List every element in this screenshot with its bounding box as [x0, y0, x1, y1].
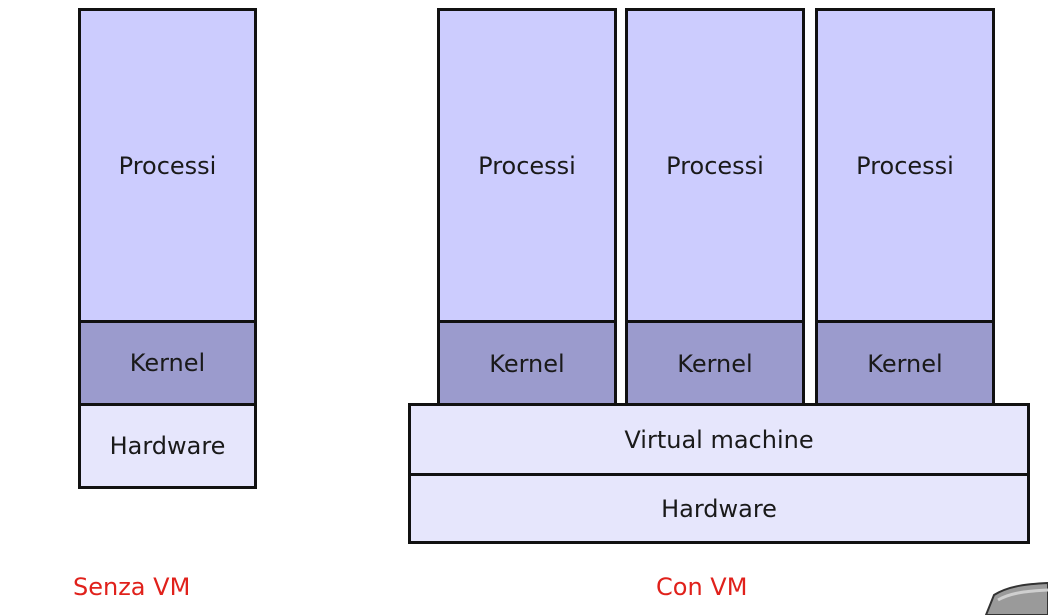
con-vm-hardware-label: Hardware — [661, 494, 777, 523]
senza-vm-processi-label: Processi — [118, 151, 217, 180]
con-vm-3-processi-label: Processi — [856, 151, 954, 180]
con-vm-1-processi-label: Processi — [478, 151, 576, 180]
con-vm-2-kernel-label: Kernel — [677, 349, 753, 378]
con-vm-1-processi-layer: Processi — [437, 8, 617, 323]
con-vm-hardware-layer: Hardware — [408, 473, 1030, 544]
senza-vm-kernel-label: Kernel — [129, 349, 206, 377]
con-vm-1-kernel-layer: Kernel — [437, 320, 617, 407]
senza-vm-hardware-layer: Hardware — [78, 403, 257, 489]
con-vm-2-processi-label: Processi — [666, 151, 764, 180]
con-vm-3-processi-layer: Processi — [815, 8, 995, 323]
con-vm-2-kernel-layer: Kernel — [625, 320, 805, 407]
senza-vm-processi-layer: Processi — [78, 8, 257, 323]
virtual-machine-label: Virtual machine — [624, 425, 814, 454]
senza-vm-hardware-label: Hardware — [109, 432, 226, 460]
con-vm-2-processi-layer: Processi — [625, 8, 805, 323]
con-vm-caption: Con VM — [656, 573, 748, 601]
senza-vm-caption: Senza VM — [73, 573, 191, 601]
virtual-machine-layer: Virtual machine — [408, 403, 1030, 476]
con-vm-1-kernel-label: Kernel — [489, 349, 565, 378]
con-vm-3-kernel-layer: Kernel — [815, 320, 995, 407]
con-vm-3-kernel-label: Kernel — [867, 349, 943, 378]
